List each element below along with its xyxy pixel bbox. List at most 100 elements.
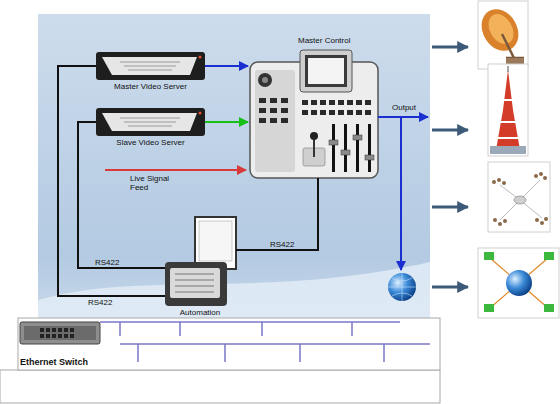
control-console: Master Control [248, 34, 380, 180]
bus-drop [138, 344, 384, 362]
node-label: Automation [160, 308, 240, 317]
button [365, 110, 371, 115]
button [311, 110, 317, 115]
button [347, 100, 353, 105]
switch-face [24, 326, 96, 340]
bus-line [100, 321, 400, 323]
button [356, 100, 362, 105]
button [338, 100, 344, 105]
console-screen-frame [300, 50, 352, 92]
fader-slot [356, 124, 359, 172]
distribution-arrow [432, 129, 468, 132]
server-body [96, 52, 205, 80]
icon-frame [488, 64, 528, 156]
button [347, 110, 353, 115]
buildings [490, 146, 526, 154]
tower-antenna [508, 66, 509, 72]
console-buttons [259, 98, 371, 123]
button [259, 98, 266, 103]
connector [205, 121, 248, 123]
port [52, 328, 56, 332]
icon-frame [488, 162, 550, 232]
port [46, 328, 50, 332]
globe-lines [388, 273, 416, 301]
network-bus [100, 322, 430, 362]
distribution-arrow [432, 206, 468, 209]
icon-frame [478, 248, 559, 318]
network-frame [18, 318, 440, 370]
server-box: Master Video Server [94, 50, 207, 92]
signal-label: RS422 [88, 298, 112, 307]
port [58, 328, 62, 332]
port [58, 334, 62, 338]
output-arrow [378, 116, 428, 118]
globe [506, 270, 532, 296]
network-links [500, 180, 542, 220]
internet-icon [478, 248, 559, 318]
panel-swirl [38, 262, 430, 318]
server-body [96, 108, 205, 136]
button [270, 98, 277, 103]
computer [484, 252, 494, 260]
person [492, 180, 496, 184]
automation-vents [175, 274, 214, 292]
person [498, 222, 502, 226]
output-label: Output [392, 103, 432, 112]
fader-slot [368, 124, 371, 172]
network-frame [0, 370, 440, 403]
person [544, 217, 548, 221]
distribution-arrow [432, 286, 468, 289]
console-side [255, 70, 295, 172]
port [46, 334, 50, 338]
fader-cap [341, 150, 350, 155]
button [338, 110, 344, 115]
console-screen [305, 55, 347, 87]
computer [484, 304, 494, 312]
automation-body [165, 262, 227, 306]
button [281, 118, 288, 123]
server-box: Slave Video Server [94, 106, 207, 148]
dish-inner [483, 10, 518, 49]
joystick-knob [310, 132, 318, 140]
computer [544, 304, 554, 312]
person [502, 181, 506, 185]
server-face [102, 57, 197, 75]
switch-box: Ethernet Switch [18, 320, 102, 370]
console-knob [262, 77, 268, 83]
tower-bands [498, 100, 518, 138]
person [540, 221, 544, 225]
master-control-device [250, 50, 378, 178]
fader-slot [344, 124, 347, 172]
server-vents [120, 118, 180, 126]
button [281, 98, 288, 103]
automation-box: Automation [160, 215, 240, 318]
slave-server-device [96, 108, 205, 136]
port [40, 328, 44, 332]
joystick-stem [313, 138, 315, 157]
fader-cap [365, 155, 374, 160]
satellite-icon [474, 1, 528, 69]
button [329, 110, 335, 115]
console-screen-image [308, 58, 344, 84]
automation-device [165, 217, 236, 306]
port [52, 334, 56, 338]
feed-label: Live Signal Feed [130, 174, 176, 192]
network-area [0, 318, 440, 403]
monitor-screen [199, 221, 232, 261]
server-face [102, 113, 197, 131]
button [302, 110, 308, 115]
fader-slot [332, 124, 335, 172]
switch-device [20, 322, 100, 344]
button [281, 108, 288, 113]
person [493, 218, 497, 222]
connector [236, 178, 318, 250]
button [311, 100, 317, 105]
node-label: Master Control [298, 36, 380, 45]
small-dish [514, 196, 526, 204]
button [259, 118, 266, 123]
monitor [195, 217, 236, 269]
community-icon [488, 162, 550, 232]
